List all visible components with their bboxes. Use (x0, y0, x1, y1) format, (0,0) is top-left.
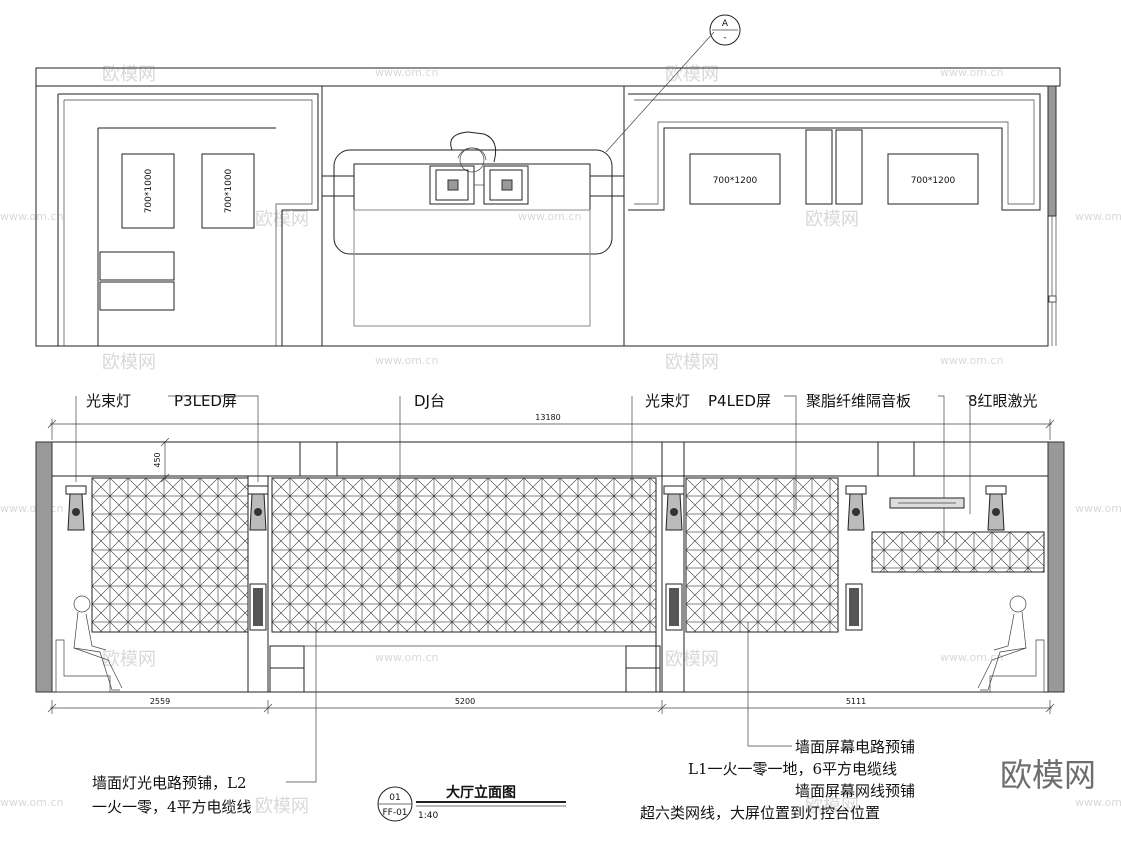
plan-view: 700*1000 700*1000 700*1200 (35, 14, 1061, 347)
watermark-brand: 欧模网 (805, 209, 859, 230)
note-right-line4: 超六类网线，大屏位置到灯控台位置 (640, 804, 880, 822)
note-right-line3: 墙面屏幕网线预铺 (795, 782, 915, 800)
annotation-notes: 墙面灯光电路预铺，L2 一火一零，4平方电缆线 墙面屏幕电路预铺 L1一火一零一… (92, 738, 915, 822)
plan-screen-right-2-label: 700*1200 (911, 176, 956, 186)
svg-text:-: - (723, 33, 726, 43)
seated-person-icon (977, 595, 1045, 693)
note-right-line2: L1一火一零一地，6平方电缆线 (688, 760, 897, 778)
speaker-icon (249, 583, 267, 631)
watermark-url: www.om.cn (0, 210, 63, 223)
speaker-icon (665, 583, 683, 631)
watermark-url: www.om.cn (1075, 502, 1121, 515)
drawing-scale: 1:40 (418, 811, 438, 821)
note-right-line1: 墙面屏幕电路预铺 (795, 738, 915, 756)
watermark-url: www.om.cn (0, 796, 63, 809)
label-p3-led: P3LED屏 (174, 392, 237, 410)
watermark-url: www.om.cn (518, 210, 581, 223)
watermark-brand: 欧模网 (665, 649, 719, 670)
watermark-url: www.om.cn (375, 354, 438, 367)
plan-screen-right-1-label: 700*1200 (713, 176, 758, 186)
watermark-url: www.om.cn (1075, 210, 1121, 223)
plan-screen-left-2-label: 700*1000 (224, 168, 234, 213)
brand-logo: 欧模网 (1000, 756, 1096, 794)
watermark-brand: 欧模网 (102, 649, 156, 670)
section-marker-icon (709, 14, 741, 46)
plan-screen-left-2 (201, 153, 255, 229)
seated-person-icon (55, 595, 123, 693)
watermarks: 欧模网 www.om.cn 欧模网 www.om.cn www.om.cn 欧模… (0, 64, 1121, 817)
watermark-brand: 欧模网 (255, 796, 309, 817)
label-beam-light-left: 光束灯 (86, 392, 131, 410)
watermark-url: www.om.cn (940, 651, 1003, 664)
dim-seg2: 5200 (455, 697, 475, 706)
dim-seg3: 5111 (846, 697, 866, 706)
title-block: 01 FF-01 大厅立面图 1:40 (377, 784, 566, 822)
watermark-url: www.om.cn (375, 651, 438, 664)
label-beam-light-right: 光束灯 (645, 392, 690, 410)
plan-screen-left-1 (121, 153, 175, 229)
dim-height: 450 (153, 452, 162, 467)
watermark-brand: 欧模网 (665, 352, 719, 373)
watermark-url: www.om.cn (0, 502, 63, 515)
watermark-brand: 欧模网 (805, 796, 859, 817)
dim-total: 13180 (535, 413, 560, 422)
watermark-brand: 欧模网 (665, 64, 719, 85)
watermark-url: www.om.cn (375, 66, 438, 79)
plan-screen-right-2 (887, 153, 979, 205)
watermark-brand: 欧模网 (102, 352, 156, 373)
plan-screen-left-1-label: 700*1000 (144, 168, 154, 213)
drawing-title: 大厅立面图 (446, 784, 516, 801)
beam-light-icon (247, 485, 269, 531)
note-left-line1: 墙面灯光电路预铺，L2 (92, 774, 247, 792)
dim-seg1: 2559 (150, 697, 170, 706)
speaker-icon (845, 583, 863, 631)
beam-light-icon (65, 485, 87, 531)
watermark-brand: 欧模网 (102, 64, 156, 85)
drawing-number: 01 (389, 793, 400, 803)
plan-screen-right-1 (689, 153, 781, 205)
drawing-sheet: FF-01 (382, 808, 407, 818)
svg-text:A: A (722, 19, 729, 29)
label-p4-led: P4LED屏 (708, 392, 771, 410)
watermark-url: www.om.cn (940, 66, 1003, 79)
label-dj-booth: DJ台 (414, 392, 445, 410)
watermark-url: www.om.cn (1075, 796, 1121, 809)
beam-light-icon (985, 485, 1007, 531)
label-acoustic-panel: 聚脂纤维隔音板 (806, 392, 911, 410)
watermark-url: www.om.cn (940, 354, 1003, 367)
label-laser: 8红眼激光 (968, 392, 1038, 410)
beam-light-icon (663, 485, 685, 531)
beam-light-icon (845, 485, 867, 531)
elevation-view: 光束灯 P3LED屏 DJ台 光束灯 P4LED屏 聚脂纤维隔音板 8红眼激光 … (35, 392, 1065, 783)
note-left-line2: 一火一零，4平方电缆线 (92, 798, 252, 816)
